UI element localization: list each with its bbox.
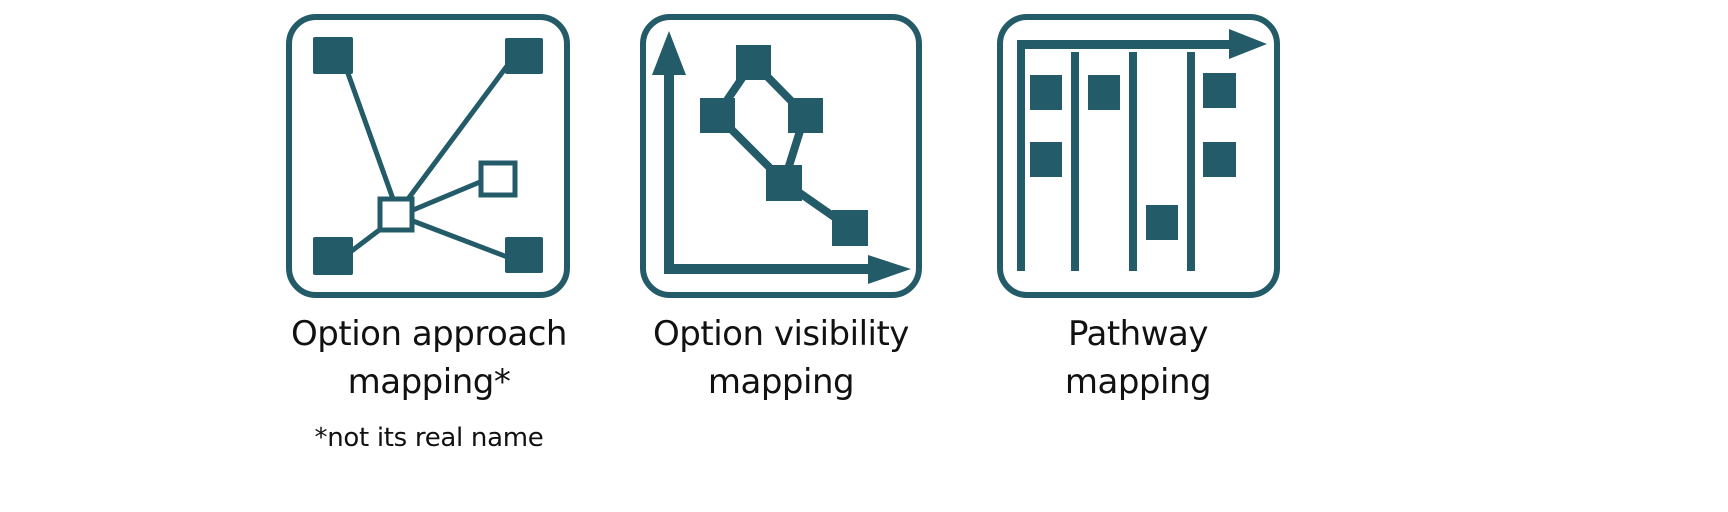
label-line-2: mapping — [1064, 362, 1212, 402]
label-line-2: mapping — [707, 362, 855, 402]
label-line-1: Option visibility — [653, 314, 909, 354]
option-approach-mapping-icon — [280, 0, 580, 310]
label-line-1: Option approach — [291, 314, 567, 354]
pathway-mapping-label: Pathway mapping — [958, 310, 1318, 406]
pathway-mapping-icon — [990, 0, 1290, 310]
option-approach-mapping-label: Option approach mapping* — [249, 310, 609, 406]
label-line-2: mapping* — [347, 362, 511, 402]
label-line-1: Pathway — [1068, 314, 1208, 354]
footnote: *not its real name — [314, 423, 544, 453]
option-visibility-mapping-icon — [630, 0, 930, 310]
option-visibility-mapping-label: Option visibility mapping — [601, 310, 961, 406]
